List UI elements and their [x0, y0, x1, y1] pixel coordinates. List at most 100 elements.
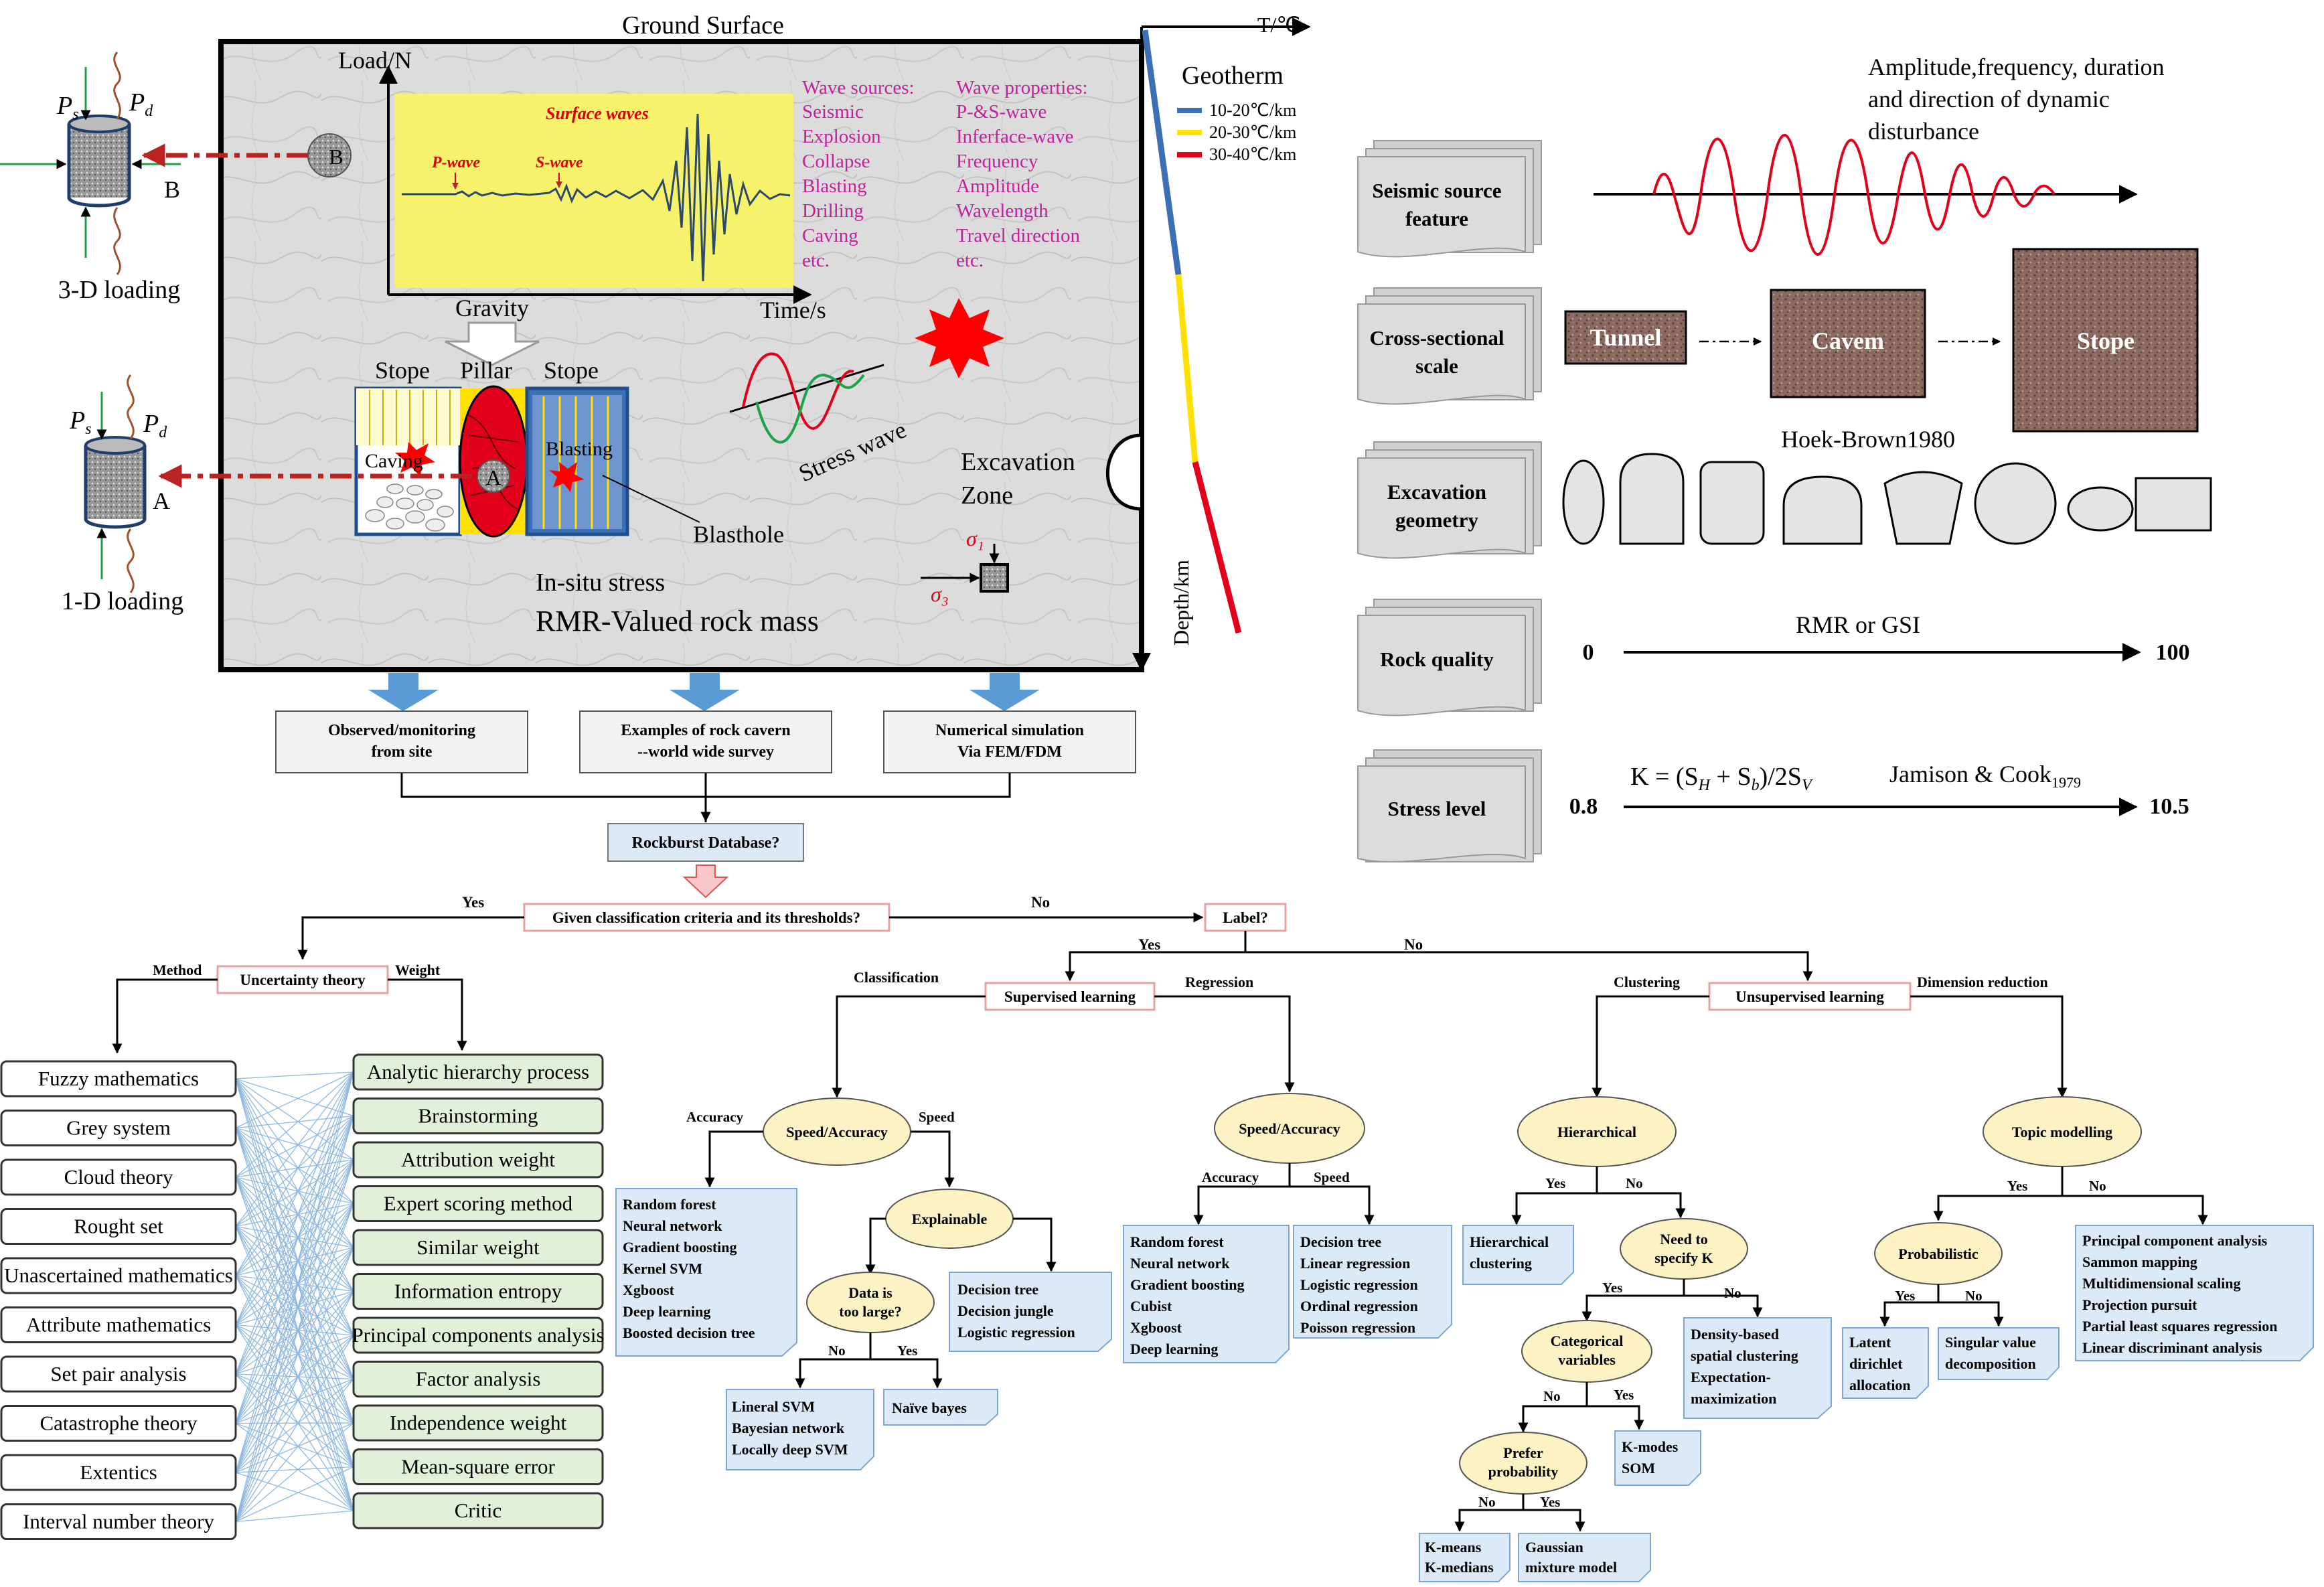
- cls-exp-2: Decision jungle: [957, 1302, 1054, 1319]
- needk-no: No: [1724, 1285, 1741, 1301]
- method-weight-link: [235, 1159, 354, 1522]
- method-weight-link: [235, 1373, 354, 1380]
- method-weight-link: [235, 1116, 354, 1473]
- cls-explainable-box: Decision tree Decision jungle Logistic r…: [949, 1272, 1112, 1352]
- method-weight-link: [235, 1177, 354, 1205]
- surface-waves-label: Surface waves: [546, 104, 649, 123]
- reg-speed-5: Poisson regression: [1300, 1319, 1415, 1336]
- excavation-zone-label-2: Zone: [961, 481, 1013, 510]
- factor-rock-quality: Rock quality: [1357, 599, 1542, 716]
- reg-speed-1: Decision tree: [1300, 1233, 1381, 1250]
- load-axis-label: Load/N: [338, 47, 412, 74]
- hierarchical-clustering-box: Hierarchical clustering: [1462, 1225, 1574, 1285]
- method-weight-link: [235, 1226, 354, 1336]
- s-wave-label: S-wave: [536, 154, 583, 171]
- blasting-label: Blasting: [546, 438, 613, 460]
- method-weight-link: [235, 1071, 354, 1129]
- given-yes: Yes: [462, 894, 484, 911]
- source-observed-2: from site: [372, 743, 433, 761]
- hier-list-2: clustering: [1470, 1255, 1532, 1272]
- geotherm-title: Geotherm: [1182, 62, 1284, 90]
- method-weight-link: [235, 1177, 354, 1467]
- probabilistic-label: Probabilistic: [1898, 1245, 1979, 1262]
- method-weight-link: [235, 1379, 354, 1522]
- weight-label: Weight: [395, 962, 441, 978]
- weight-label: Analytic hierarchy process: [367, 1060, 589, 1083]
- method-weight-link: [235, 1071, 354, 1079]
- density-2: spatial clustering: [1691, 1347, 1798, 1364]
- stope-left-label: Stope: [375, 357, 430, 384]
- svd-2: decomposition: [1945, 1355, 2036, 1372]
- tunnel-box: [1564, 310, 1687, 365]
- geotherm-legend-3: 30-40℃/km: [1209, 145, 1296, 164]
- time-axis-label: Time/s: [760, 297, 826, 323]
- method-weight-link: [235, 1275, 354, 1467]
- kmodes-1: K-modes: [1622, 1438, 1679, 1455]
- method-weight-link: [235, 1335, 354, 1522]
- method-weight-link: [235, 1128, 354, 1292]
- method-weight-link: [235, 1275, 354, 1511]
- lda-box: Latent dirichlet allocation: [1842, 1327, 1929, 1399]
- reg-speed-label: Speed: [1314, 1169, 1350, 1185]
- method-weight-link: [235, 1422, 354, 1511]
- classification-label: Classification: [854, 969, 939, 986]
- method-weight-link: [235, 1177, 354, 1292]
- method-weight-link: [235, 1290, 354, 1375]
- method-label: Method: [153, 962, 202, 978]
- wave-source-2: Explosion: [802, 126, 881, 147]
- weight-label: Brainstorming: [418, 1104, 538, 1128]
- source-box-numerical: [883, 710, 1136, 773]
- method-weight-link: [235, 1291, 354, 1522]
- hier-no: No: [1626, 1175, 1643, 1191]
- lda-2: dirichlet: [1849, 1355, 1903, 1372]
- cls-acc-3: Gradient boosting: [623, 1239, 737, 1256]
- method-weight-link: [235, 1325, 354, 1511]
- method-weight-link: [235, 1116, 354, 1325]
- cls-speed-label: Speed: [919, 1109, 955, 1125]
- weight-box: [352, 1361, 604, 1397]
- method-weight-link: [235, 1116, 354, 1276]
- method-weight-link: [235, 1116, 354, 1522]
- source-box-observed: [275, 710, 528, 773]
- dim-6: Linear discriminant analysis: [2082, 1339, 2262, 1356]
- factor-stress-label: Stress level: [1388, 797, 1486, 820]
- seismogram-trace: [402, 113, 791, 282]
- method-weight-link: [235, 1128, 354, 1424]
- method-weight-link: [235, 1422, 354, 1468]
- wave-source-5: Drilling: [802, 200, 864, 222]
- regression-label: Regression: [1185, 974, 1253, 990]
- stope-box: [2012, 248, 2199, 433]
- method-label: Unascertained mathematics: [4, 1264, 233, 1287]
- method-weight-link: [235, 1071, 354, 1424]
- sample-b-label: B: [164, 176, 180, 203]
- method-weight-link: [235, 1325, 354, 1467]
- wave-sources-title: Wave sources:: [802, 77, 915, 98]
- reg-speed-accuracy-label: Speed/Accuracy: [1239, 1120, 1340, 1137]
- source-box-cavern: [579, 710, 832, 773]
- method-weight-link: [235, 1159, 354, 1178]
- wave-property-6: Travel direction: [956, 225, 1080, 246]
- source-cavern-1: Examples of rock cavern: [621, 722, 791, 739]
- sample-1d: Ps Pd A 1-D loading: [62, 374, 183, 615]
- rmr-gsi-label: RMR or GSI: [1796, 611, 1920, 638]
- wave-source-1: Seismic: [802, 101, 864, 123]
- weight-box: [352, 1404, 604, 1442]
- method-label: Cloud theory: [64, 1165, 173, 1189]
- weight-box: [352, 1098, 604, 1134]
- seismic-note-1: Amplitude,frequency, duration: [1868, 54, 2165, 80]
- seismogram: Load/N Time/s Surface waves P-wave S-wav…: [338, 47, 826, 323]
- large-no: No: [828, 1343, 846, 1359]
- method-weight-link: [235, 1275, 354, 1379]
- method-weight-link: [235, 1422, 354, 1473]
- pillar: A: [459, 385, 528, 538]
- method-weight-link: [235, 1116, 354, 1227]
- method-weight-link: [235, 1422, 354, 1424]
- p-wave-label: P-wave: [431, 154, 480, 171]
- method-box: [0, 1060, 237, 1098]
- temperature-axis-label: T/℃: [1257, 13, 1300, 37]
- method-weight-link: [235, 1422, 354, 1522]
- method-weight-link: [235, 1159, 354, 1473]
- method-label: Fuzzy mathematics: [38, 1067, 199, 1090]
- method-weight-link: [235, 1071, 354, 1325]
